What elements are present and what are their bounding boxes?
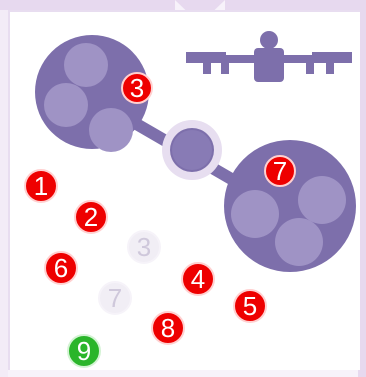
ball-label: 3 xyxy=(137,234,151,260)
pod-slot xyxy=(275,218,323,266)
drone-body xyxy=(254,48,284,82)
pod-ball-left[interactable]: 3 xyxy=(121,72,153,104)
ball-2[interactable]: 2 xyxy=(74,200,108,234)
ball-label: 7 xyxy=(108,285,122,311)
drone-leg-left xyxy=(203,60,211,74)
ball-label: 1 xyxy=(34,173,48,199)
ball-6[interactable]: 6 xyxy=(44,251,78,285)
pod-slot xyxy=(89,108,133,152)
ball-label: 6 xyxy=(54,255,68,281)
pod-slot xyxy=(64,43,108,87)
ball-3-ghost: 3 xyxy=(127,230,161,264)
ball-label: 9 xyxy=(77,338,91,364)
ball-1[interactable]: 1 xyxy=(24,169,58,203)
pod-slot xyxy=(44,83,88,127)
drone-neck xyxy=(265,40,273,52)
pod-slot xyxy=(298,176,346,224)
ball-label: 2 xyxy=(84,204,98,230)
ball-label: 4 xyxy=(191,266,205,292)
drone-icon xyxy=(186,31,352,82)
pod-slot xyxy=(231,190,279,238)
pod-ball-right[interactable]: 7 xyxy=(264,155,296,187)
drone-leg-right xyxy=(306,60,314,74)
ball-4[interactable]: 4 xyxy=(181,262,215,296)
ball-label: 3 xyxy=(130,75,144,101)
ball-label: 8 xyxy=(161,315,175,341)
ball-8[interactable]: 8 xyxy=(151,311,185,345)
drone-leg-left-2 xyxy=(221,60,229,74)
ball-9[interactable]: 9 xyxy=(67,334,101,368)
center-rotator[interactable] xyxy=(162,120,222,180)
ball-7-ghost: 7 xyxy=(98,281,132,315)
rotator-highlight xyxy=(172,130,212,170)
drone-rotor-right xyxy=(312,52,352,58)
ball-label: 5 xyxy=(243,293,257,319)
drone-leg-right-2 xyxy=(326,60,334,74)
ball-5[interactable]: 5 xyxy=(233,289,267,323)
drone-rotor-left xyxy=(186,52,226,58)
ball-label: 7 xyxy=(273,158,287,184)
